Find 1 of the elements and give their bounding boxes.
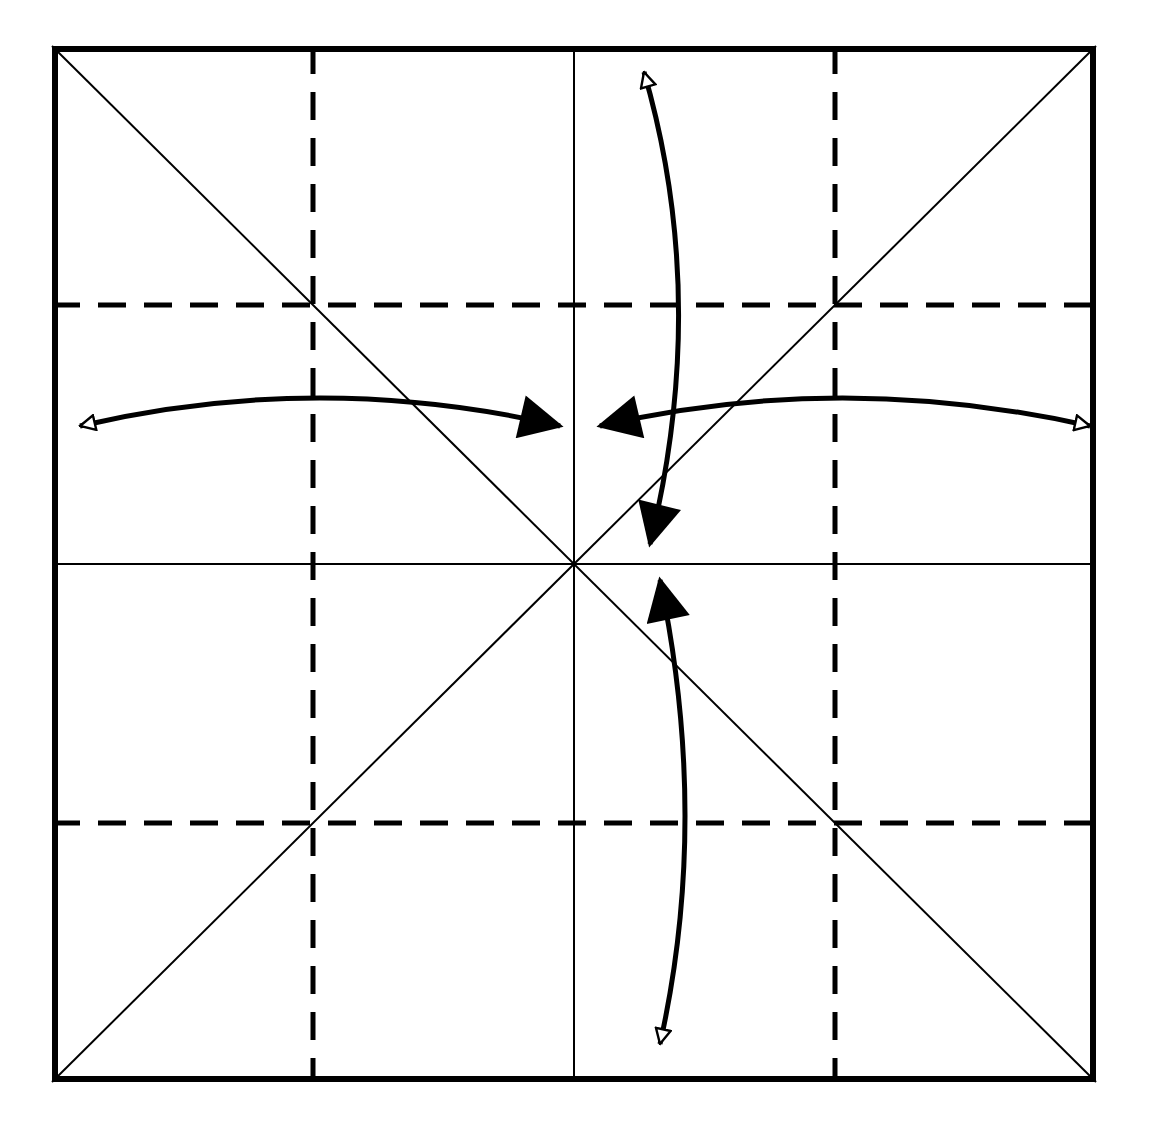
- paper-square-drawing: [52, 46, 1096, 1082]
